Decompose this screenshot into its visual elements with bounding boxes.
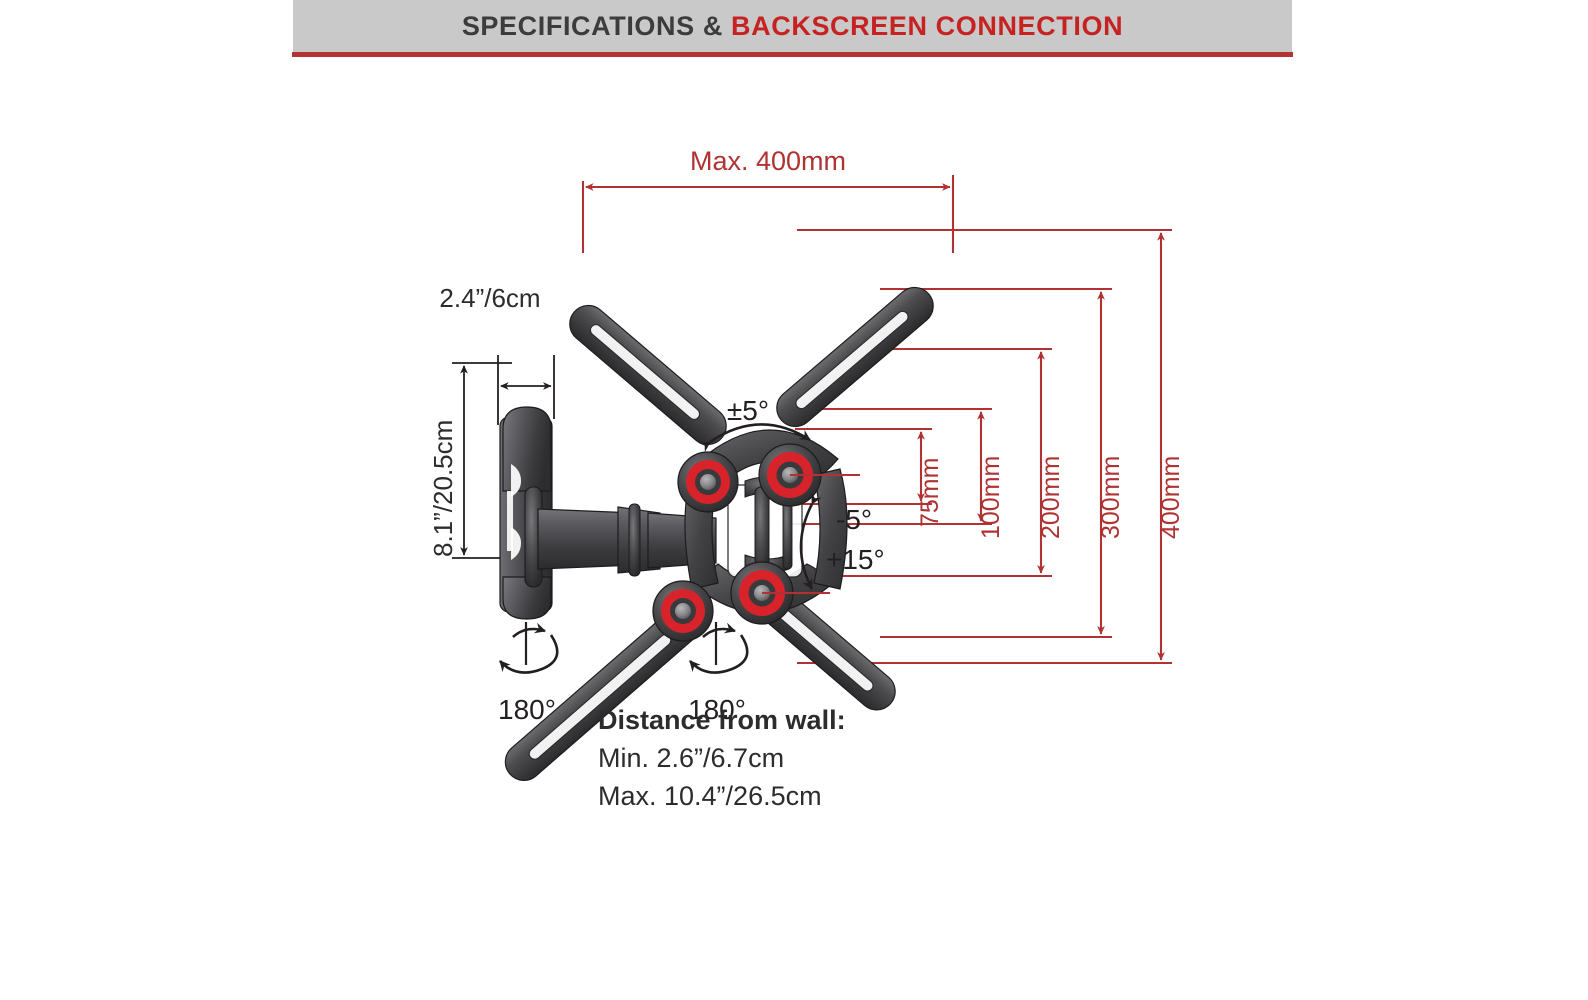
page-title-primary: SPECIFICATIONS & <box>461 10 732 41</box>
label-300mm: 300mm <box>1097 456 1125 539</box>
vesa-leader-stubs <box>762 473 860 595</box>
swivel-angle-callout: ±5° <box>698 395 811 453</box>
mount-specification-diagram: 75mm 100mm 200mm 300mm 400mm Max. 400mm … <box>0 57 1588 1000</box>
header-underline <box>292 52 1293 57</box>
vesa-dimension-labels: 75mm 100mm 200mm 300mm 400mm <box>916 456 1185 539</box>
wall-distance-block: Distance from wall: Min. 2.6”/6.7cm Max.… <box>598 705 846 811</box>
wall-distance-min: Min. 2.6”/6.7cm <box>598 743 784 773</box>
wall-distance-heading: Distance from wall: <box>598 705 846 735</box>
wall-plate-top-cap <box>502 406 552 492</box>
wall-plate-bottom-cap <box>502 576 552 620</box>
label-tilt-negative: -5° <box>836 504 872 535</box>
rotation-arc-left <box>499 634 559 674</box>
label-rotation-bracket: 180° <box>688 694 746 725</box>
label-75mm: 75mm <box>916 458 944 527</box>
tilt-angle-callout: -5° +15° <box>799 492 885 590</box>
page-title-accent: BACKSCREEN CONNECTION <box>731 10 1124 41</box>
label-rotation-wall-plate: 180° <box>498 694 556 725</box>
label-100mm: 100mm <box>977 456 1005 539</box>
label-plate-height: 8.1”/20.5cm <box>428 420 458 557</box>
header-band: SPECIFICATIONS & BACKSCREEN CONNECTION <box>293 0 1292 52</box>
tilt-arc-arrow <box>799 492 822 590</box>
label-200mm: 200mm <box>1037 456 1065 539</box>
rotation-callout-wall-plate: 180° <box>498 622 559 725</box>
vesa-dimension-arrows <box>917 232 1165 661</box>
rotation-arc-right <box>689 634 749 674</box>
rotation-arc-right-upper <box>702 622 736 638</box>
label-tilt-positive: +15° <box>826 544 885 575</box>
page-title: SPECIFICATIONS & BACKSCREEN CONNECTION <box>462 11 1123 42</box>
max-width-dimension: Max. 400mm <box>581 146 955 253</box>
vesa-dimension-lines <box>785 228 1172 665</box>
label-plate-width: 2.4”/6cm <box>439 283 540 313</box>
label-swivel-angle: ±5° <box>727 395 769 426</box>
swivel-arc-arrow <box>698 423 811 453</box>
vesa-boss-top-left <box>677 451 739 513</box>
arm-joint-ring <box>628 503 641 577</box>
wall-distance-max: Max. 10.4”/26.5cm <box>598 781 822 811</box>
label-max-width: Max. 400mm <box>690 146 846 176</box>
wall-plate-dimensions: 2.4”/6cm 8.1”/20.5cm <box>428 283 555 559</box>
arm-upper-left <box>569 304 727 446</box>
vesa-boss-bottom-left <box>652 580 714 642</box>
rotation-callout-bracket: 180° <box>688 622 749 725</box>
rotation-arc-left-upper <box>512 622 546 638</box>
arm-upper-right <box>776 286 934 428</box>
label-400mm: 400mm <box>1157 456 1185 539</box>
